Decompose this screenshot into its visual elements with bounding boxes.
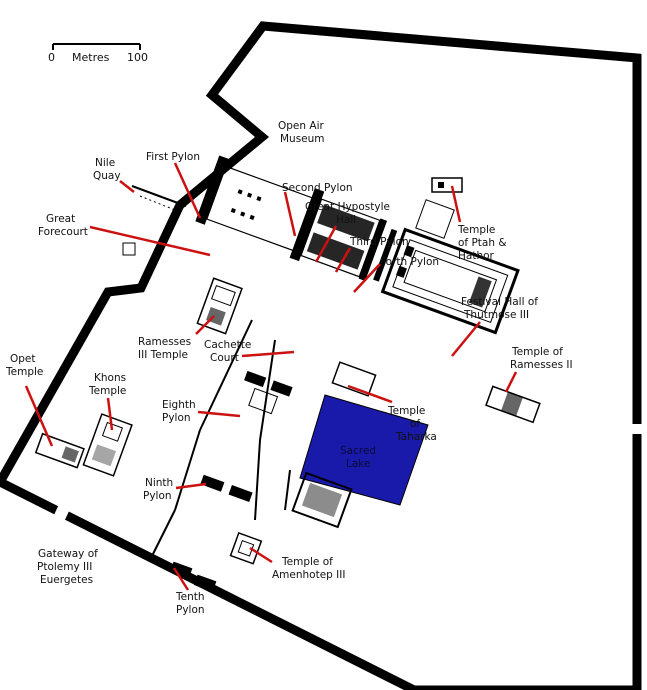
eighth-pylon-plan — [244, 370, 293, 415]
scale-start: 0 — [48, 51, 55, 64]
leader-ramesses-iii — [195, 315, 215, 335]
leader-amenhotep — [249, 546, 273, 564]
leader-first-pylon — [173, 162, 202, 219]
leader-forth-pylon — [353, 263, 381, 293]
leader-third-pylon — [334, 247, 352, 273]
label-sacred-lake-1: Sacred — [340, 445, 376, 457]
temple-taharka-plan — [331, 361, 377, 397]
leader-khons — [106, 397, 114, 431]
leader-cachette — [241, 350, 295, 358]
opet-temple-plan — [34, 432, 85, 469]
ninth-pylon-plan — [200, 474, 253, 502]
scale-end: 100 — [127, 51, 148, 64]
leader-hypostyle — [314, 225, 338, 263]
amenhotep-iii-plan — [229, 532, 263, 565]
khons-temple-plan — [82, 413, 133, 477]
nile-quay-plan — [122, 185, 187, 256]
leader-ramesses-ii — [504, 371, 518, 393]
label-sacred-lake-2: Lake — [346, 458, 370, 470]
enclosure-wall — [0, 21, 642, 690]
leader-second-pylon — [283, 191, 297, 237]
label-third-pylon: Third Pylon — [349, 236, 409, 248]
ramesses-iii-temple-plan — [196, 277, 243, 335]
label-first-pylon: First Pylon — [146, 151, 200, 163]
label-forth-pylon: Forth Pylon — [380, 256, 439, 268]
leader-ninth — [175, 482, 207, 490]
tenth-pylon-plan — [169, 561, 217, 592]
south-lake-building — [291, 471, 353, 529]
temple-ptah-hathor-plan — [415, 177, 463, 239]
ramesses-ii-plan — [485, 385, 541, 424]
leader-nile-quay — [119, 180, 135, 193]
leader-opet — [24, 385, 54, 447]
sacred-lake — [299, 394, 429, 506]
scale-unit: Metres — [72, 51, 110, 64]
leader-tenth — [172, 567, 190, 591]
scale-bar: 0 Metres 100 — [48, 43, 148, 64]
leader-taharka — [347, 384, 393, 404]
southern-processional-walls — [149, 319, 291, 561]
label-second-pylon: Second Pylon — [282, 182, 353, 194]
leader-eighth — [197, 410, 241, 418]
main-temple-axis — [195, 155, 520, 335]
leader-ptah-hathor — [450, 185, 462, 223]
leader-lines — [24, 162, 518, 591]
leader-great-forecourt — [89, 225, 211, 257]
wall-gate-east — [628, 424, 642, 434]
wall-gate-south — [53, 503, 71, 521]
leader-festival-hall — [451, 321, 481, 357]
